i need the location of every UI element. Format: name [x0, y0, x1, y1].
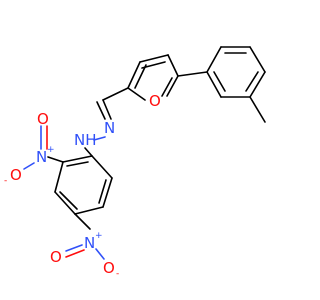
bond — [177, 71, 208, 77]
bond — [54, 161, 64, 193]
bond — [74, 206, 104, 215]
ch-bond — [102, 87, 129, 101]
nitro2-o-double-label: O — [50, 248, 62, 266]
nh-aryl-bond — [84, 147, 93, 157]
double-bond-inner — [213, 71, 226, 92]
bond — [62, 155, 93, 163]
nitro2-bond — [74, 213, 91, 230]
nitro1-minus-charge: - — [4, 176, 7, 186]
nitro1-n-label: N — [36, 148, 47, 166]
imine-n-label: N — [104, 119, 115, 137]
nitro2-o-double-bond-2 — [65, 249, 85, 258]
bond — [167, 54, 179, 77]
nitro1-o-double-label: O — [37, 110, 49, 128]
bond — [54, 191, 76, 215]
nitro2-o-double-bond — [65, 244, 83, 252]
furan-ring — [127, 54, 208, 101]
bond — [102, 177, 113, 208]
c-n-double-bond — [102, 99, 112, 120]
nitro2-n-label: N — [84, 234, 95, 252]
furan-oxygen-label: O — [149, 92, 161, 110]
double-bond-inner — [98, 179, 107, 204]
bond — [206, 46, 222, 73]
n-n-bond — [93, 136, 106, 141]
bond — [139, 54, 169, 63]
nitro2-o-single-bond — [95, 248, 105, 260]
bond — [127, 87, 146, 101]
double-bond-inner — [66, 161, 89, 167]
dinitrophenyl-ring — [54, 155, 113, 215]
bond — [166, 75, 179, 97]
nitro2-minus-charge: - — [116, 269, 119, 279]
nitro1-bond — [47, 156, 64, 163]
molecule-structure: O N NH N + O O - N + O O - — [4, 46, 266, 279]
double-bond-inner — [245, 71, 259, 92]
c-n-double-bond-2 — [96, 101, 106, 120]
bond — [91, 155, 113, 179]
nitro1-plus-charge: + — [47, 145, 55, 155]
hydrazine-nh-label: NH — [74, 131, 97, 149]
bond — [249, 71, 266, 98]
nitro1-o-single-label: O — [10, 166, 22, 184]
double-bond-inner — [127, 61, 141, 89]
methyl-bond — [249, 96, 266, 123]
bond — [206, 71, 222, 98]
double-bond-inner — [59, 191, 78, 210]
double-bond-inner — [134, 64, 147, 89]
nitro2-plus-charge: + — [95, 231, 103, 241]
nitro2-o-single-label: O — [103, 259, 115, 277]
nitro1-o-single-bond — [23, 162, 35, 170]
bond — [249, 46, 266, 73]
double-bond-inner — [161, 77, 173, 97]
tolyl-ring — [206, 46, 266, 98]
